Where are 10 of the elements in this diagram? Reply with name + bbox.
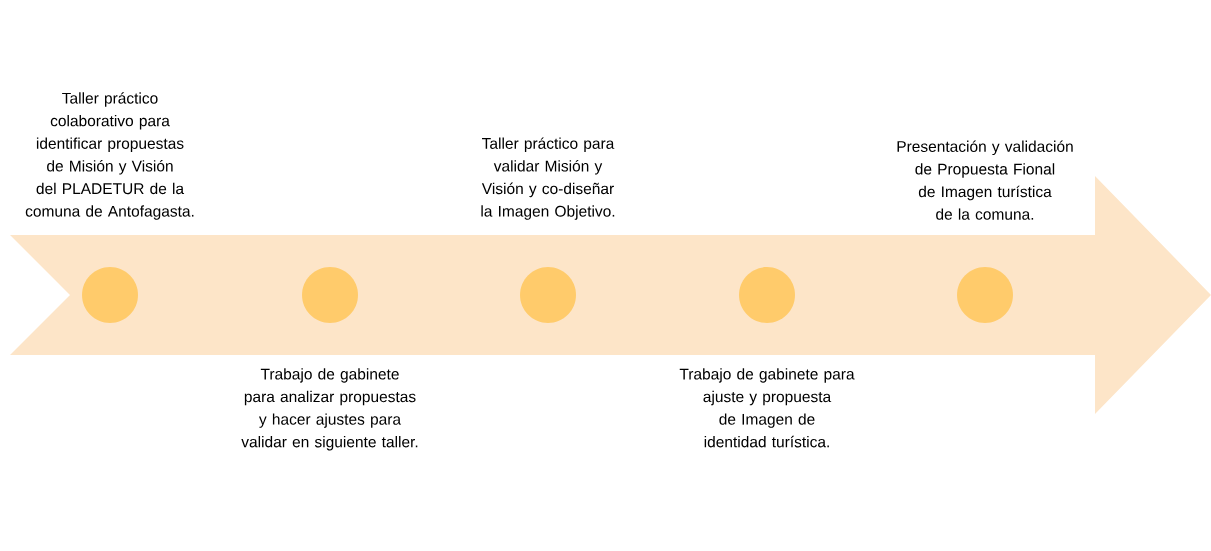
milestone-dot: [739, 267, 795, 323]
step-description: Taller práctico para validar Misión y Visión y co-diseñar la Imagen Objetivo.: [481, 137, 615, 220]
step-description: Trabajo de gabinete para analizar propuestas y hacer ajustes para validar en siguiente taller.: [241, 368, 418, 451]
step-description: Presentación y validación de Propuesta Fional de Imagen turística de la comuna.: [897, 140, 1073, 220]
step-description: Trabajo de gabinete para ajuste y propuesta de Imagen de identidad turística.: [679, 368, 855, 448]
milestone-dot: [520, 267, 576, 323]
milestone-dot: [82, 267, 138, 323]
milestone-dot: [302, 267, 358, 323]
step-description: Taller práctico colaborativo para identificar propuestas de Misión y Visión del PLADETUR de la comuna de Antofagasta.: [25, 92, 194, 220]
milestone-dot: [957, 267, 1013, 323]
